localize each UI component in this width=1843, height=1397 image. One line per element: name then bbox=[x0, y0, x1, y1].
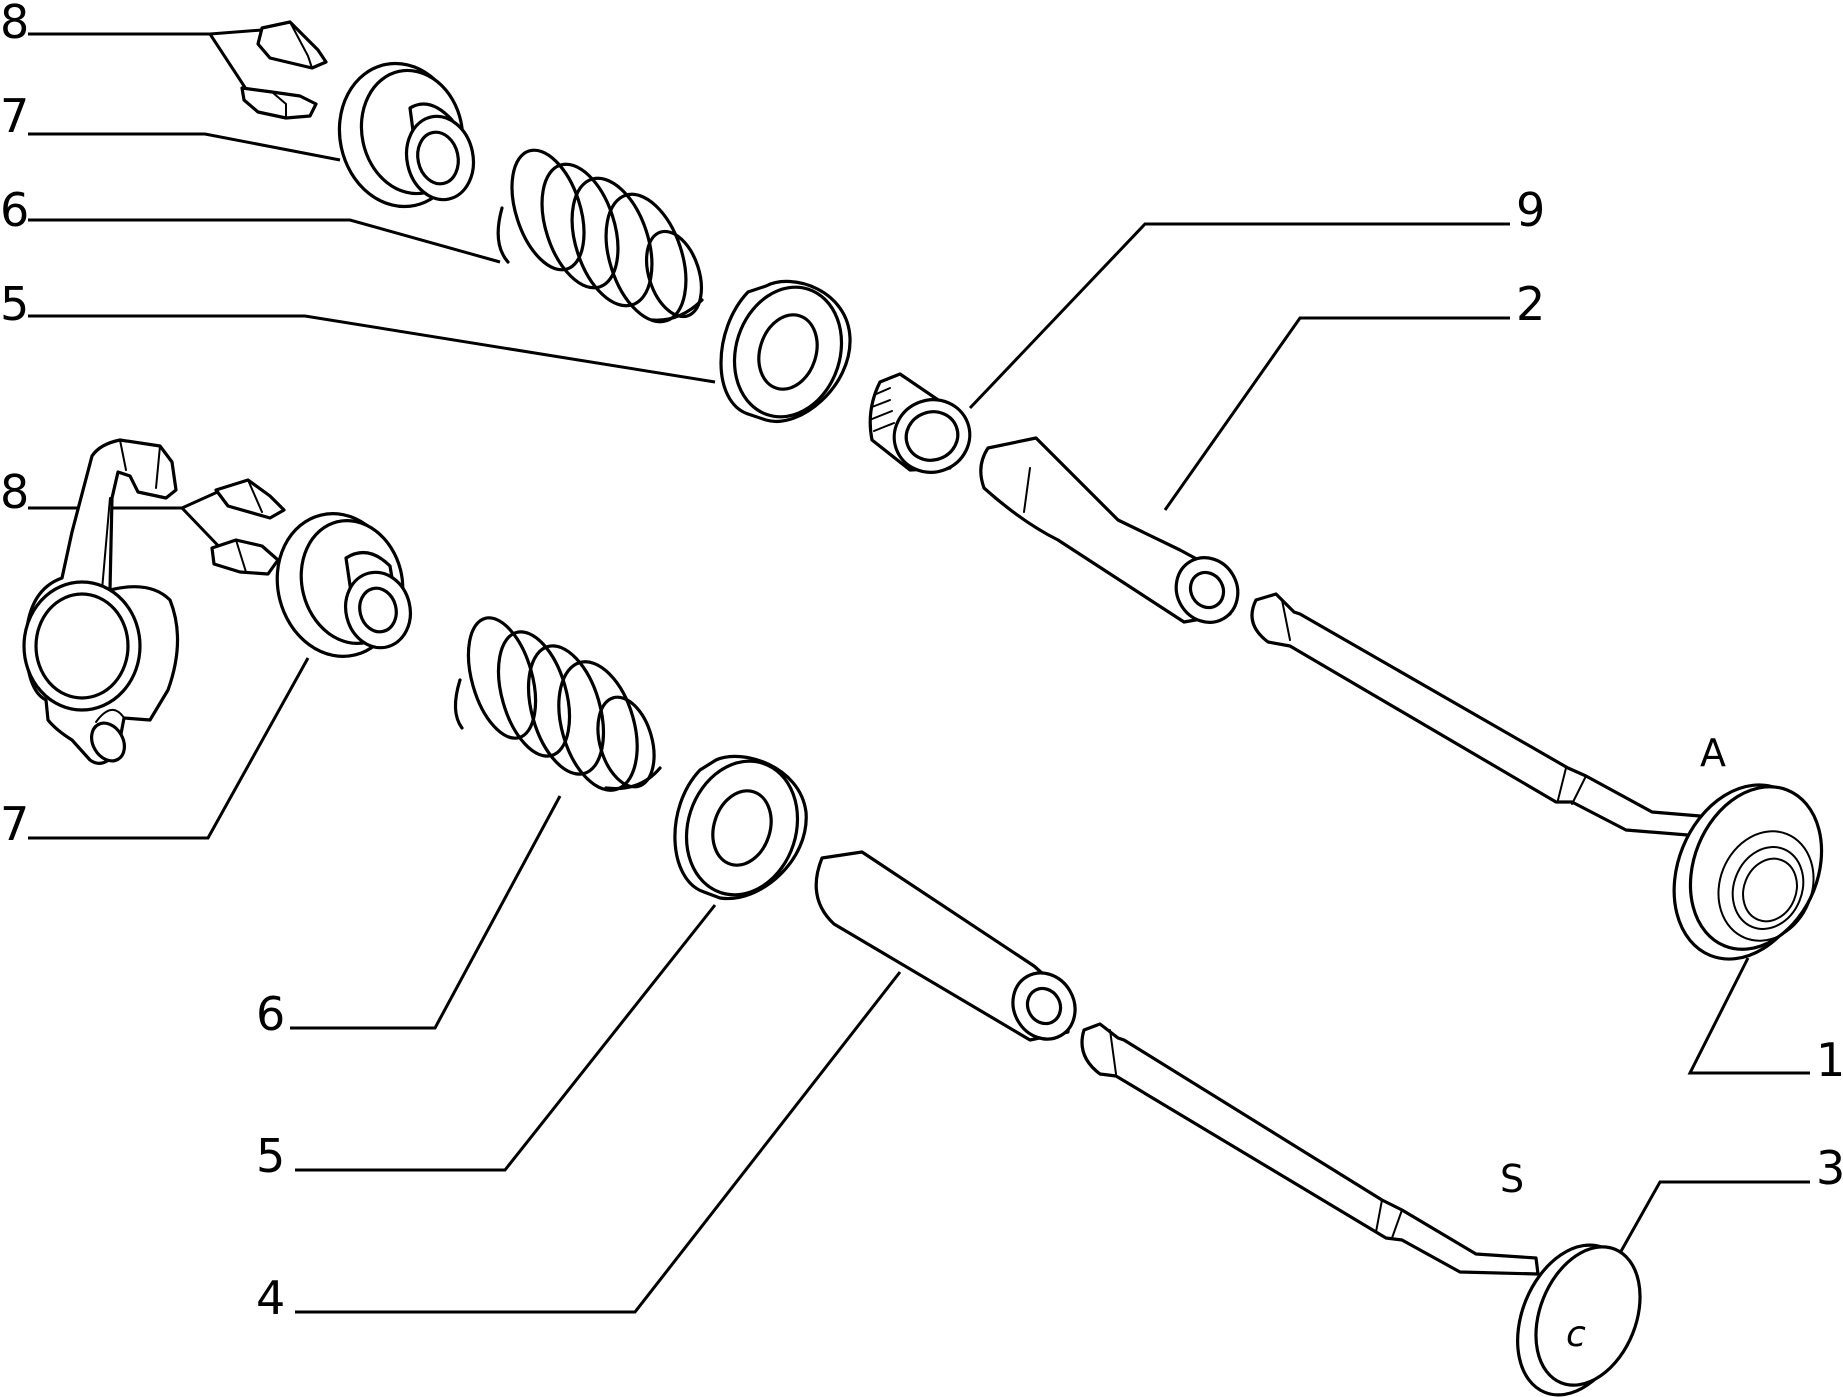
callout-numbers: 8 7 6 5 9 2 8 7 6 5 4 1 3 bbox=[0, 0, 1843, 1325]
leader-4 bbox=[295, 971, 902, 1314]
callout-6-mid: 6 bbox=[256, 987, 285, 1041]
leader-8-mid bbox=[28, 488, 223, 510]
leader-5-top bbox=[28, 314, 716, 384]
callout-8-mid: 8 bbox=[0, 465, 29, 519]
leader-7-mid bbox=[28, 657, 310, 840]
spring-seat-washer-mid bbox=[673, 754, 808, 901]
spring-cap-mid bbox=[275, 512, 412, 658]
leader-7-top bbox=[28, 132, 341, 162]
exhaust-valve-letter: S bbox=[1500, 1157, 1524, 1201]
valve-stem-seal bbox=[868, 372, 972, 474]
exhaust-valve bbox=[1080, 1022, 1642, 1397]
intake-valve-letter: A bbox=[1700, 731, 1726, 775]
callout-7-top: 7 bbox=[0, 89, 29, 143]
exhaust-valve-face-mark: c bbox=[1566, 1314, 1586, 1355]
spring-seat-washer-top bbox=[719, 279, 852, 423]
leader-9 bbox=[968, 222, 1510, 410]
callout-4: 4 bbox=[256, 1271, 285, 1325]
leader-2 bbox=[1163, 316, 1510, 511]
leader-6-top bbox=[28, 218, 501, 264]
callout-2: 2 bbox=[1516, 277, 1545, 331]
callout-7-mid: 7 bbox=[0, 797, 29, 851]
valve-guide-top bbox=[979, 436, 1240, 624]
leader-8-top bbox=[28, 28, 263, 36]
spring-cap-top bbox=[337, 61, 476, 209]
callout-5-top: 5 bbox=[0, 277, 29, 331]
rocker-arm bbox=[22, 438, 180, 765]
leader-5-mid bbox=[295, 904, 717, 1172]
collets-mid bbox=[210, 478, 286, 576]
leader-6-mid bbox=[290, 795, 562, 1030]
valve-letters: A S c bbox=[1500, 731, 1726, 1355]
collets-top bbox=[240, 20, 328, 120]
valve-spring-mid bbox=[453, 616, 662, 792]
callout-6-top: 6 bbox=[0, 183, 29, 237]
callout-8-top: 8 bbox=[0, 0, 29, 49]
callout-1: 1 bbox=[1816, 1033, 1843, 1087]
callout-3: 3 bbox=[1816, 1141, 1843, 1195]
leader-8-top-branch bbox=[208, 33, 250, 93]
callout-5-mid: 5 bbox=[256, 1129, 285, 1183]
callout-9: 9 bbox=[1516, 183, 1545, 237]
intake-valve bbox=[1250, 592, 1824, 961]
valve-spring-top bbox=[496, 148, 704, 324]
valve-guide-mid bbox=[814, 850, 1077, 1042]
leader-lines bbox=[28, 28, 1810, 1314]
leader-1 bbox=[1687, 957, 1810, 1075]
leader-3 bbox=[1613, 1180, 1810, 1263]
